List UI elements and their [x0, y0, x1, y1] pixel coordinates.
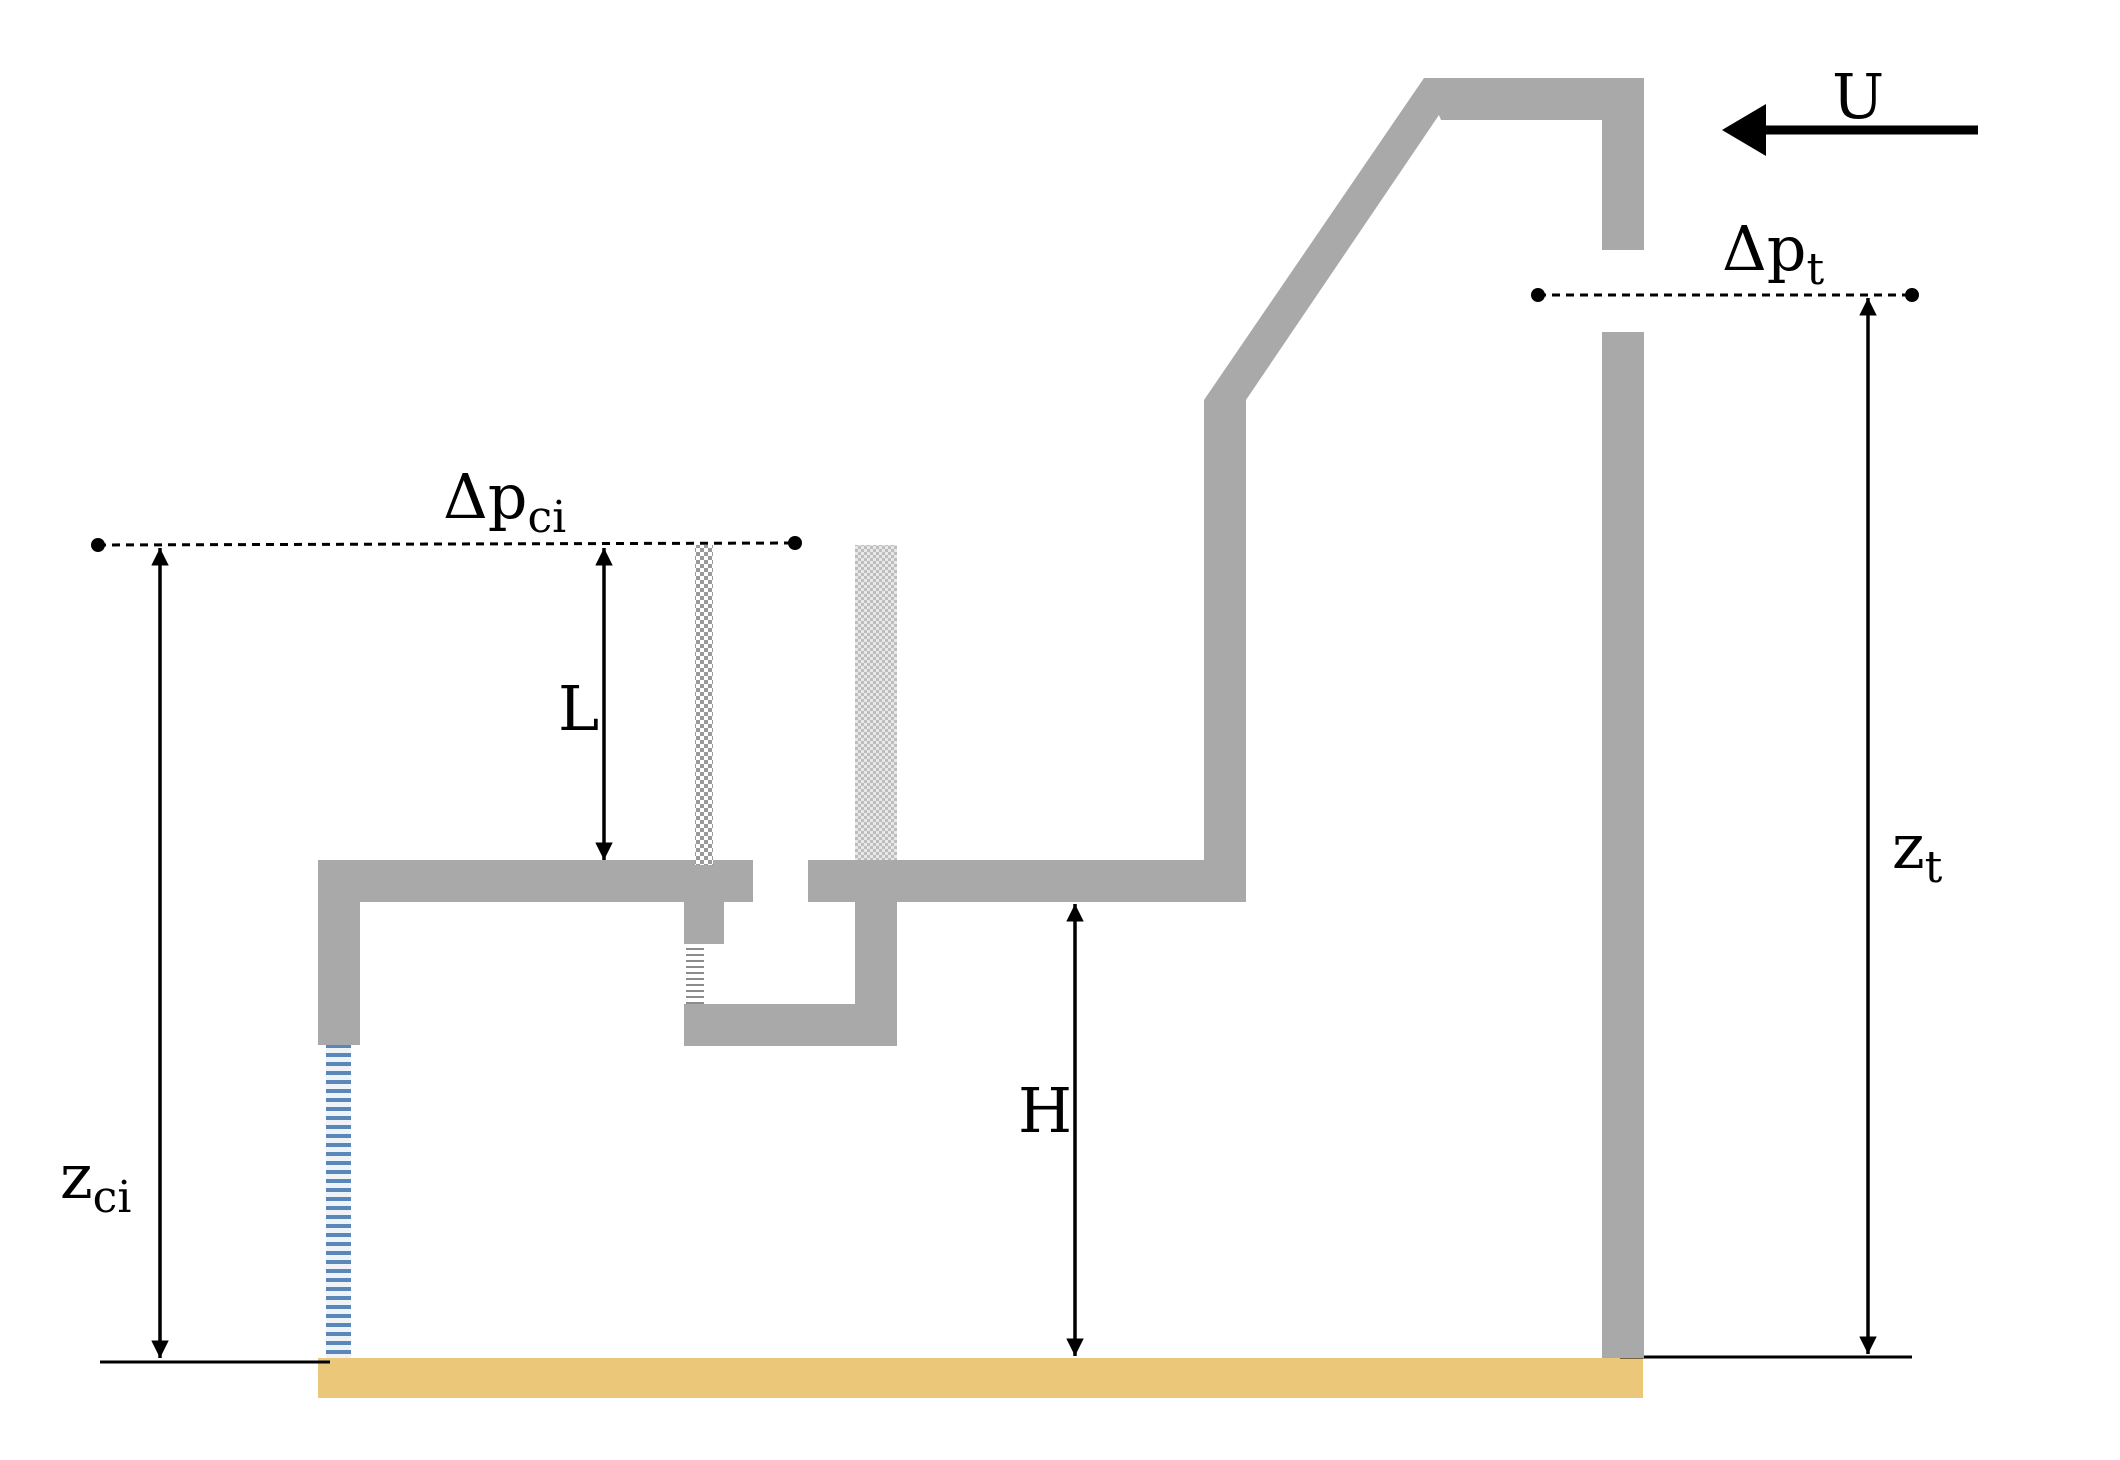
- ref-line-pci: [97, 541, 796, 547]
- label-U: U: [1832, 60, 1884, 133]
- tower-outer-wall-upper: [1602, 78, 1644, 250]
- ref-point-pt-left: [1531, 288, 1545, 302]
- ref-point-pci-left: [91, 538, 105, 552]
- ref-point-pci-right: [788, 536, 802, 550]
- label-delta-p-ci: Δpci: [443, 460, 566, 543]
- roof-right-section: [808, 860, 1246, 902]
- duct-left-stub: [684, 902, 724, 944]
- label-delta-p-t: Δpt: [1722, 212, 1824, 295]
- ref-point-pt-right: [1905, 288, 1919, 302]
- chimney-screen-right: [855, 545, 897, 860]
- ground-slab: [318, 1358, 1643, 1398]
- label-z-t: zt: [1892, 810, 1943, 893]
- tower-slant-wall: [1204, 78, 1441, 400]
- duct-screen: [686, 944, 704, 1006]
- duct-bottom: [684, 1004, 897, 1046]
- tower-top-wall: [1424, 78, 1644, 120]
- tower-outer-wall-lower: [1602, 332, 1644, 1358]
- roof-left-section: [318, 860, 753, 902]
- label-L: L: [558, 672, 599, 745]
- label-z-ci: zci: [60, 1140, 131, 1223]
- chimney-screen-left: [695, 545, 713, 865]
- tower-lower-wall: [1204, 400, 1246, 902]
- wind-arrow-head: [1722, 104, 1766, 156]
- label-H: H: [1018, 1074, 1072, 1147]
- inlet-screen: [326, 1045, 351, 1358]
